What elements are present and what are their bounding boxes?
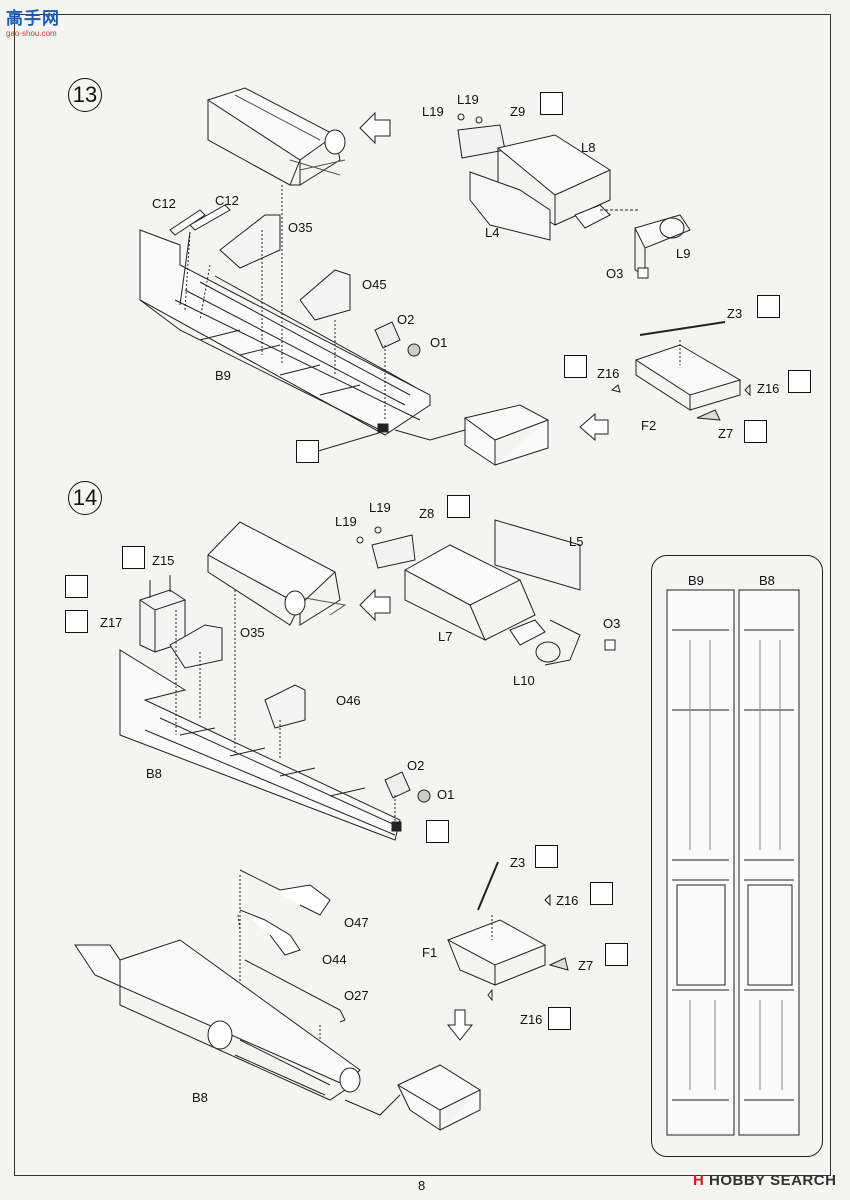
part-label-l10: L10 xyxy=(513,673,535,688)
part-label-b8: B8 xyxy=(146,766,162,781)
site-logo-text: 高手网 xyxy=(6,9,60,28)
part-label-o46: O46 xyxy=(336,693,361,708)
part-label-o27: O27 xyxy=(344,988,369,1003)
cement-tube-icon xyxy=(296,440,319,463)
engine-box-14 xyxy=(207,521,347,626)
arrow-left-icon xyxy=(359,588,391,622)
part-label-f2: F2 xyxy=(641,418,657,433)
part-label-z16: Z16 xyxy=(757,381,780,396)
part-label-o35: O35 xyxy=(240,625,265,640)
watermark: H HOBBY SEARCH xyxy=(693,1172,836,1189)
glue-brush-icon xyxy=(535,845,558,868)
part-label-o1: O1 xyxy=(430,335,448,350)
o35-stand xyxy=(219,214,281,269)
b9-chassis xyxy=(139,229,431,436)
part-label-z17: Z17 xyxy=(100,615,123,630)
site-logo-url: gao-shou.com xyxy=(6,29,57,38)
part-label-o47: O47 xyxy=(344,915,369,930)
l7-parts xyxy=(356,519,616,666)
site-logo: 高手网 gao-shou.com xyxy=(6,4,60,38)
part-label-z8: Z8 xyxy=(419,506,435,521)
part-label-o2: O2 xyxy=(397,312,415,327)
part-label-z3: Z3 xyxy=(727,306,743,321)
part-label-l7: L7 xyxy=(438,629,453,644)
overview-label-b9: B9 xyxy=(688,573,704,588)
part-label-z15: Z15 xyxy=(152,553,175,568)
o45-stand xyxy=(299,269,351,321)
overview-panel xyxy=(651,555,823,1157)
part-label-l5: L5 xyxy=(569,534,584,549)
glue-brush-icon xyxy=(788,370,811,393)
part-label-l4: L4 xyxy=(485,225,500,240)
o46-stand xyxy=(264,684,306,729)
z17-block xyxy=(138,589,187,653)
part-label-z3: Z3 xyxy=(510,855,526,870)
part-label-b8: B8 xyxy=(192,1090,208,1105)
glue-brush-icon xyxy=(447,495,470,518)
step-number-14: 14 xyxy=(68,481,102,515)
b8-chassis xyxy=(119,649,402,841)
part-label-o3: O3 xyxy=(603,616,621,631)
hobby-search-icon: H xyxy=(693,1172,705,1189)
glue-brush-icon xyxy=(65,610,88,633)
overview-label-b8: B8 xyxy=(759,573,775,588)
rear-box-detail xyxy=(396,1064,482,1131)
sheet-angle-icon xyxy=(65,575,88,598)
part-label-l19: L19 xyxy=(422,104,444,119)
page-number: 8 xyxy=(418,1178,426,1193)
part-label-c12: C12 xyxy=(152,196,176,211)
part-label-z16: Z16 xyxy=(597,366,620,381)
b8-chassis-lower xyxy=(74,939,361,1101)
glue-brush-icon xyxy=(548,1007,571,1030)
arrow-down-icon xyxy=(446,1009,474,1041)
part-label-o1: O1 xyxy=(437,787,455,802)
glue-brush-icon xyxy=(122,546,145,569)
glue-brush-icon xyxy=(590,882,613,905)
part-label-o3: O3 xyxy=(606,266,624,281)
step-number-13: 13 xyxy=(68,78,102,112)
rear-box-detail xyxy=(463,404,550,466)
part-label-c12: C12 xyxy=(215,193,239,208)
part-label-o2: O2 xyxy=(407,758,425,773)
part-label-o45: O45 xyxy=(362,277,387,292)
glue-brush-icon xyxy=(605,943,628,966)
part-label-l9: L9 xyxy=(676,246,691,261)
part-label-l19: L19 xyxy=(335,514,357,529)
glue-brush-icon xyxy=(757,295,780,318)
part-label-l8: L8 xyxy=(581,140,596,155)
l8-parts xyxy=(457,113,691,279)
part-label-z7: Z7 xyxy=(718,426,734,441)
c12-bracket xyxy=(169,204,231,236)
o35-stand xyxy=(169,624,223,669)
cement-tube-icon xyxy=(426,820,449,843)
part-label-z9: Z9 xyxy=(510,104,526,119)
part-label-f1: F1 xyxy=(422,945,438,960)
glue-brush-icon xyxy=(564,355,587,378)
part-label-z16: Z16 xyxy=(556,893,579,908)
sheet-frames xyxy=(666,589,800,1136)
part-label-z16: Z16 xyxy=(520,1012,543,1027)
page-border xyxy=(14,14,831,1176)
glue-brush-icon xyxy=(744,420,767,443)
part-label-o44: O44 xyxy=(322,952,347,967)
arrow-left-icon xyxy=(579,412,609,442)
part-label-z7: Z7 xyxy=(578,958,594,973)
glue-brush-icon xyxy=(540,92,563,115)
part-label-l19: L19 xyxy=(369,500,391,515)
part-label-b9: B9 xyxy=(215,368,231,383)
f2-box xyxy=(610,321,751,421)
part-label-o35: O35 xyxy=(288,220,313,235)
part-label-l19: L19 xyxy=(457,92,479,107)
engine-box-13 xyxy=(206,87,346,186)
f1-box xyxy=(446,861,569,1002)
arrow-left-icon xyxy=(359,111,391,145)
watermark-text: HOBBY SEARCH xyxy=(709,1172,837,1189)
